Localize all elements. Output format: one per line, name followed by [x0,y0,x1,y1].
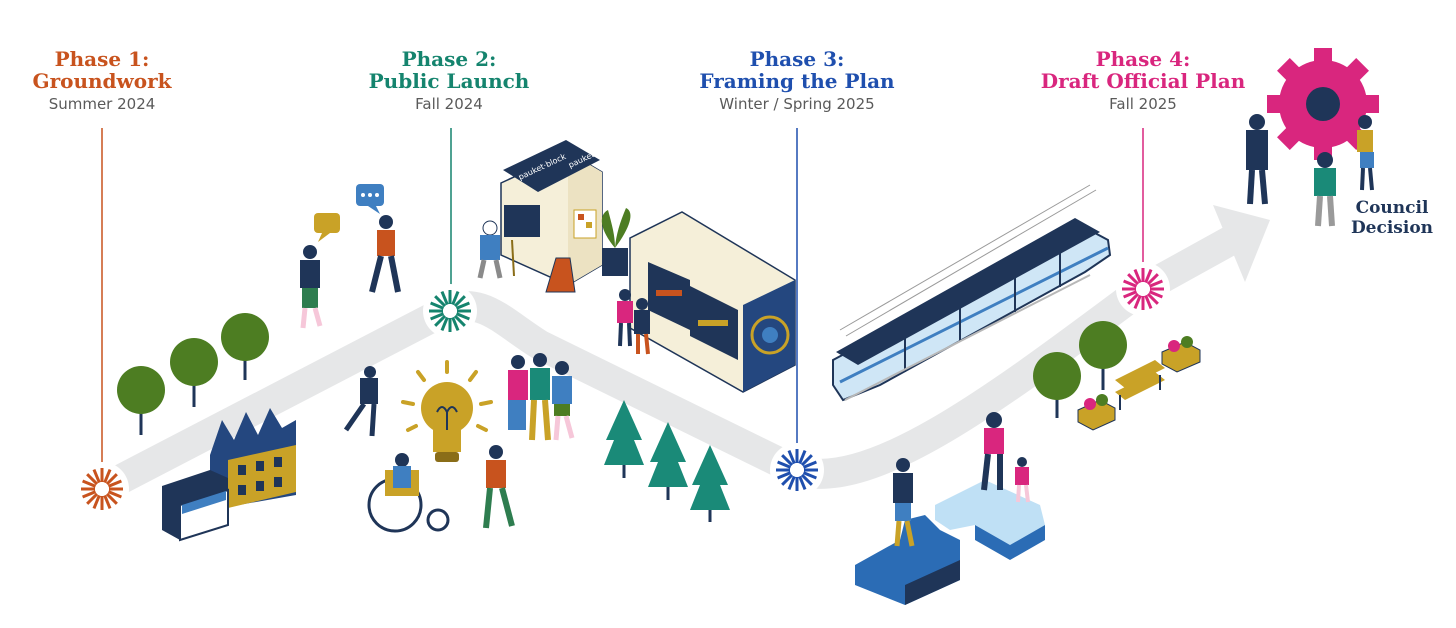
phase-4-marker [1116,262,1170,316]
market-stall [630,212,795,392]
pine-tree-3 [690,445,730,522]
council-decision-line1: Council [1356,198,1429,218]
phase-3-date: Winter / Spring 2025 [677,96,917,113]
phase-4-label: Phase 4: Draft Official Plan Fall 2025 [1023,48,1263,113]
phase-2-name: Public Launch [329,70,569,92]
pine-tree-2 [648,422,688,500]
phase-1-date: Summer 2024 [0,96,222,113]
phase-4-date: Fall 2025 [1023,96,1263,113]
phase-2-date: Fall 2024 [329,96,569,113]
phase-3-marker [770,443,824,497]
council-decision-label: Council Decision [1342,198,1442,239]
round-tree-1 [117,366,165,435]
planter-box-1 [1078,394,1115,430]
phase-3-label: Phase 3: Framing the Plan Winter / Sprin… [677,48,917,113]
phase-2-marker [423,284,477,338]
person-figure-4 [486,445,512,528]
pine-tree-1 [604,400,644,478]
phase-4-title: Phase 4: [1023,48,1263,70]
phase-3-name: Framing the Plan [677,70,917,92]
round-tree-3 [221,313,269,380]
phase-4-name: Draft Official Plan [1023,70,1263,92]
wheelchair-user [369,453,448,531]
planter-box-2 [1162,336,1200,372]
potted-plant [602,208,631,276]
phase-1-marker [75,462,129,516]
phase-3-title: Phase 3: [677,48,917,70]
phase-1-title: Phase 1: [0,48,222,70]
round-tree-4 [1033,352,1081,418]
phase-2-title: Phase 2: [329,48,569,70]
phase-1-label: Phase 1: Groundwork Summer 2024 [0,48,222,113]
phase-2-label: Phase 2: Public Launch Fall 2024 [329,48,569,113]
round-tree-2 [170,338,218,407]
park-bench [1115,360,1165,410]
council-decision-line2: Decision [1351,218,1433,238]
person-figure-1 [300,245,320,328]
speech-bubble-icon [314,184,384,242]
lightbulb-icon [403,362,491,462]
group-of-people [508,353,572,440]
person-figure-2 [372,215,398,292]
phase-1-name: Groundwork [0,70,222,92]
